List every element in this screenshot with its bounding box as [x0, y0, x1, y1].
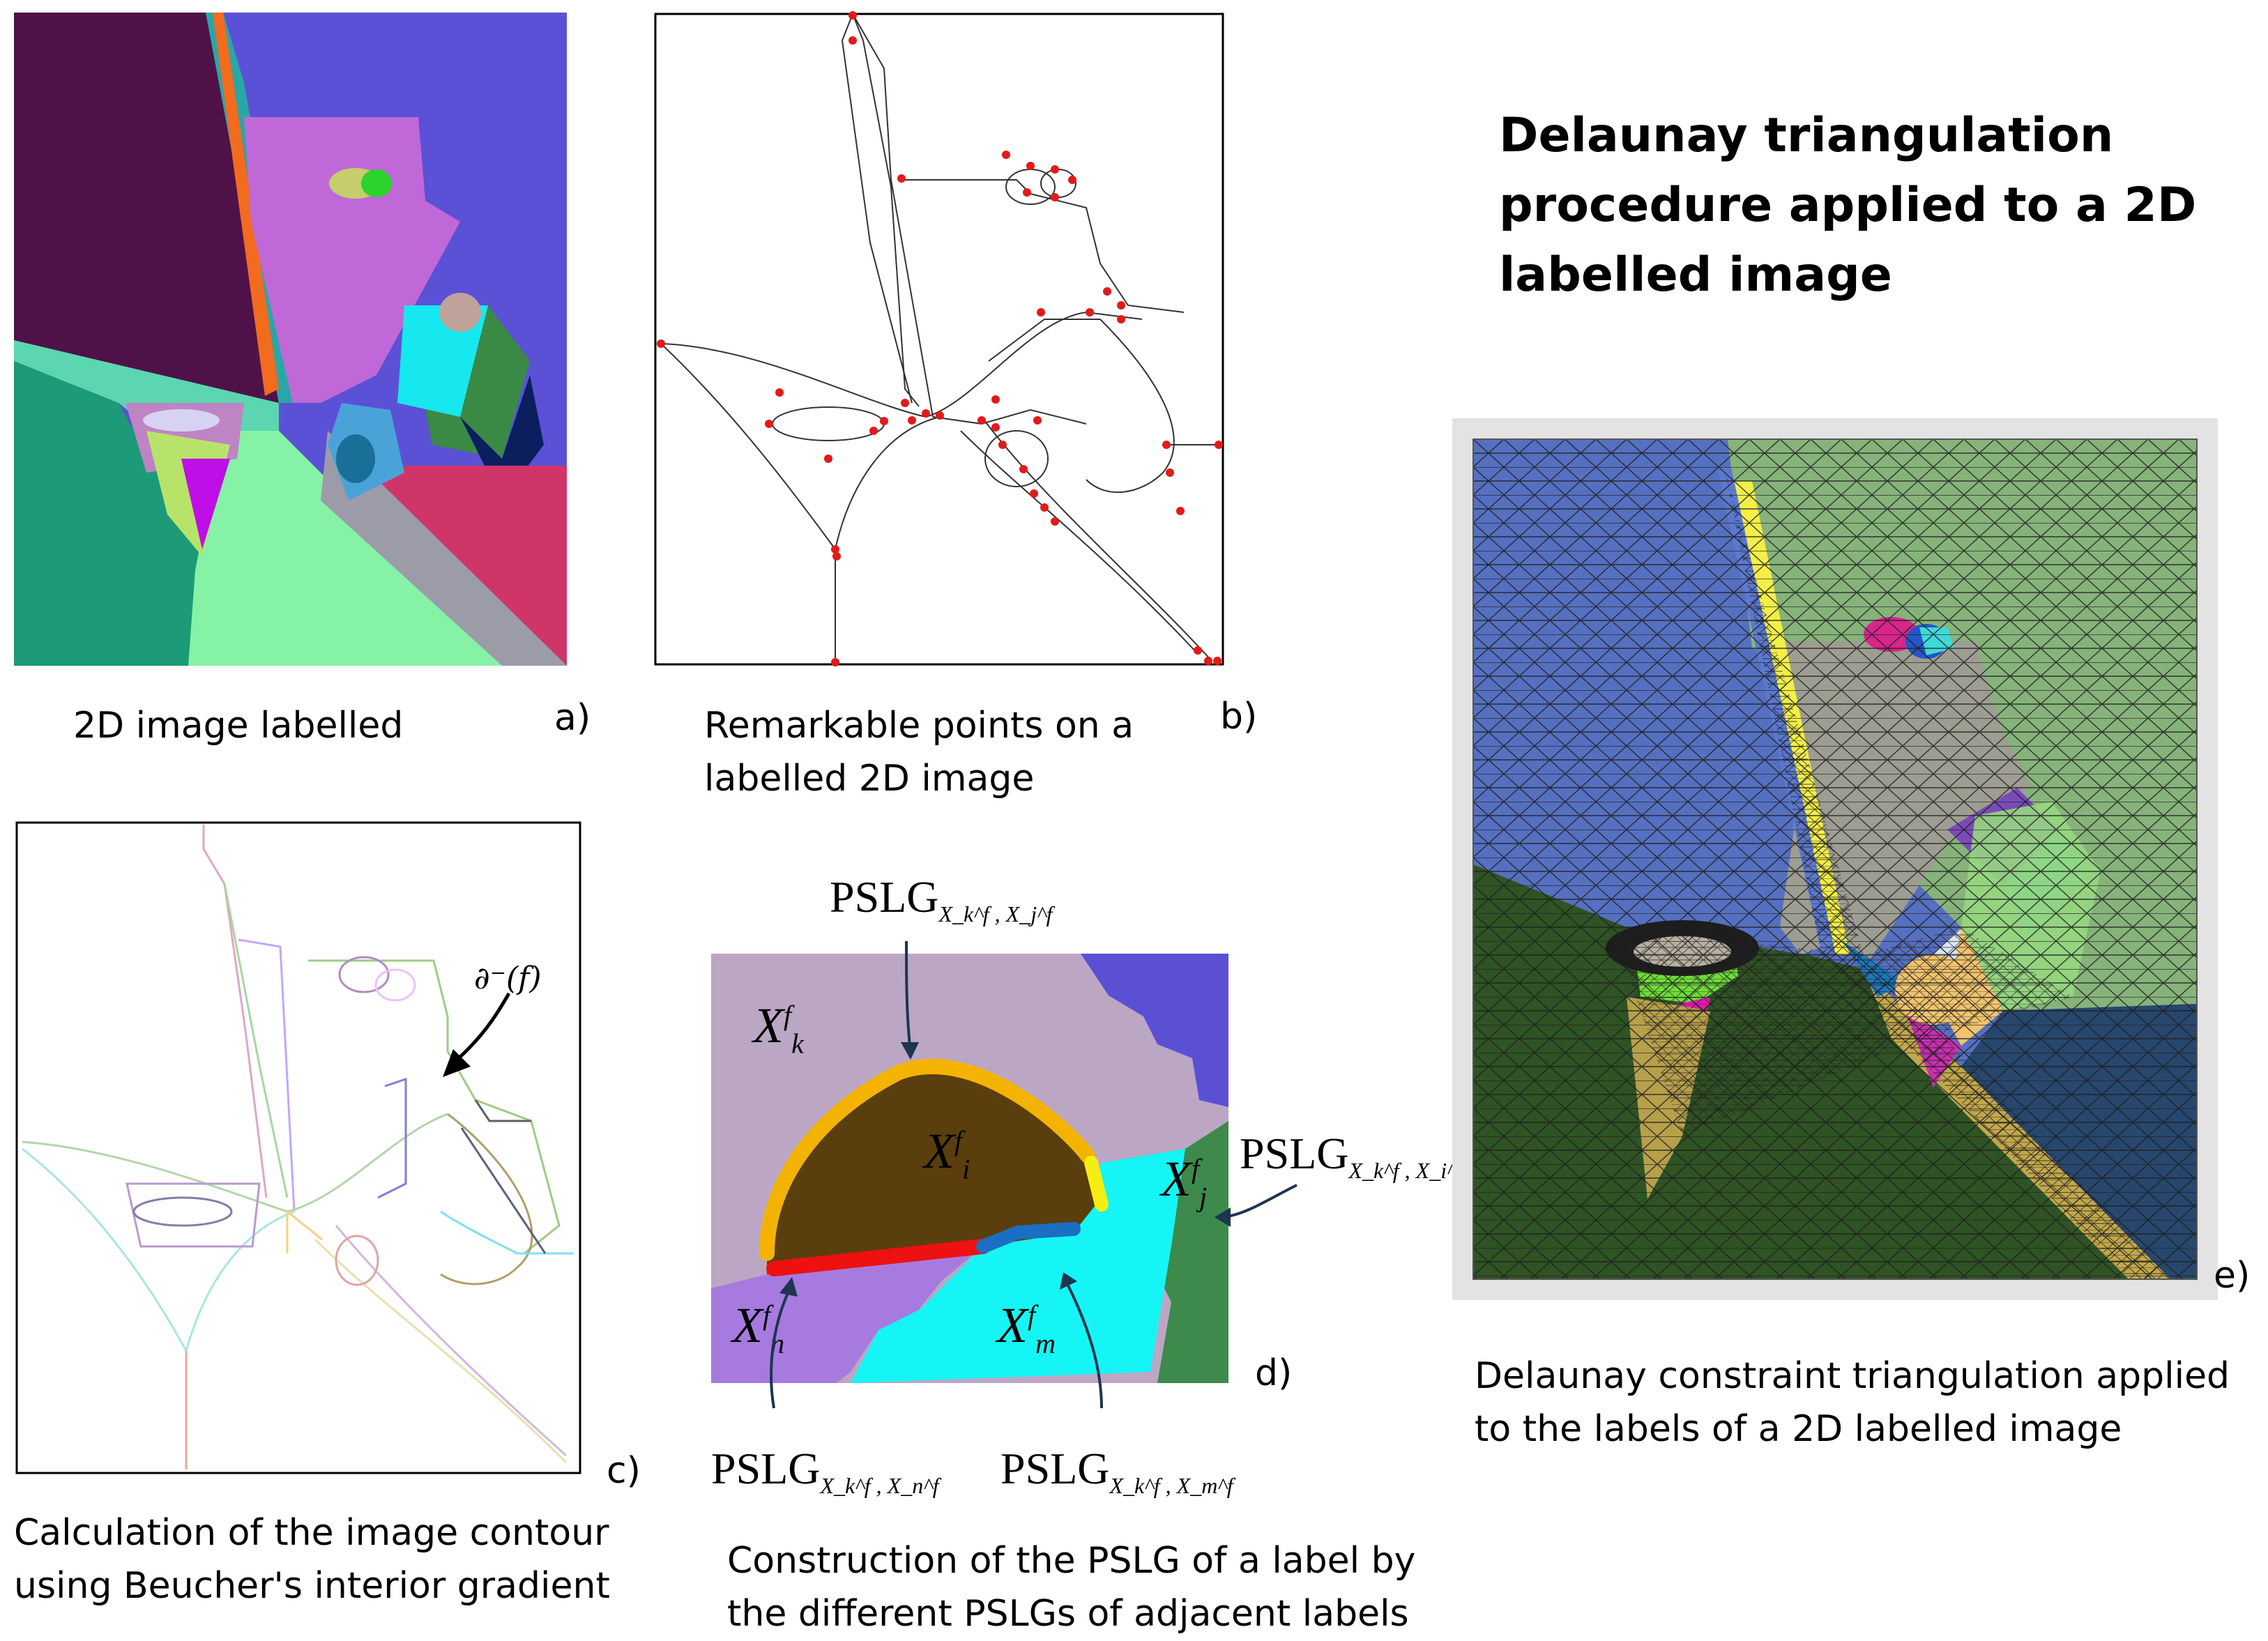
- panel-b-caption-line1: Remarkable points on a: [704, 705, 1134, 747]
- panel-c-caption-line2: using Beucher's interior gradient: [14, 1565, 610, 1607]
- panel-a-caption: 2D image labelled: [73, 705, 404, 747]
- panel-c-annotation: ∂⁻(f): [474, 961, 542, 996]
- pslg-right-label: PSLGX_k^f , X_i^f: [1240, 1129, 1463, 1183]
- pslg-left-label: PSLGX_k^f , X_n^f: [711, 1444, 939, 1498]
- panel-b-caption-line2: labelled 2D image: [704, 758, 1035, 800]
- panel-d-caption-line2: the different PSLGs of adjacent labels: [727, 1593, 1409, 1635]
- label-xj: Xfj: [1161, 1151, 1208, 1213]
- label-xi: Xfi: [924, 1123, 971, 1185]
- panel-c-caption-line1: Calculation of the image contour: [14, 1512, 609, 1554]
- title-line2: procedure applied to a 2D: [1499, 178, 2197, 233]
- panel-b-letter: b): [1220, 696, 1258, 738]
- panel-a-letter: a): [554, 697, 591, 739]
- panel-a-labelled-image: [14, 13, 567, 666]
- panel-e-letter: e): [2214, 1255, 2251, 1297]
- panel-e-caption-line1: Delaunay constraint triangulation applie…: [1475, 1355, 2230, 1397]
- panel-d-letter: d): [1255, 1352, 1293, 1394]
- panel-d-caption-line1: Construction of the PSLG of a label by: [727, 1540, 1416, 1582]
- pslg-bottom-label: PSLGX_k^f , X_m^f: [1000, 1444, 1233, 1498]
- panel-c-annotation-arrow: [443, 992, 511, 1077]
- panel-c-contour: [15, 821, 581, 1474]
- panel-c-letter: c): [607, 1450, 641, 1492]
- panel-d-arrows: [770, 940, 1297, 1409]
- title-line3: labelled image: [1499, 247, 1892, 303]
- panel-b-remarkable-points: [654, 11, 1224, 666]
- pslg-top-label: PSLGX_k^f , X_j^f: [830, 872, 1053, 926]
- label-xm: Xfm: [997, 1297, 1056, 1359]
- panel-e-triangulation: [1452, 418, 2218, 1300]
- label-xk: Xfk: [753, 998, 804, 1060]
- panel-e-caption-line2: to the labels of a 2D labelled image: [1475, 1408, 2122, 1450]
- panel-d-label-pslg: [711, 954, 1228, 1383]
- title-line1: Delaunay triangulation: [1499, 108, 2114, 163]
